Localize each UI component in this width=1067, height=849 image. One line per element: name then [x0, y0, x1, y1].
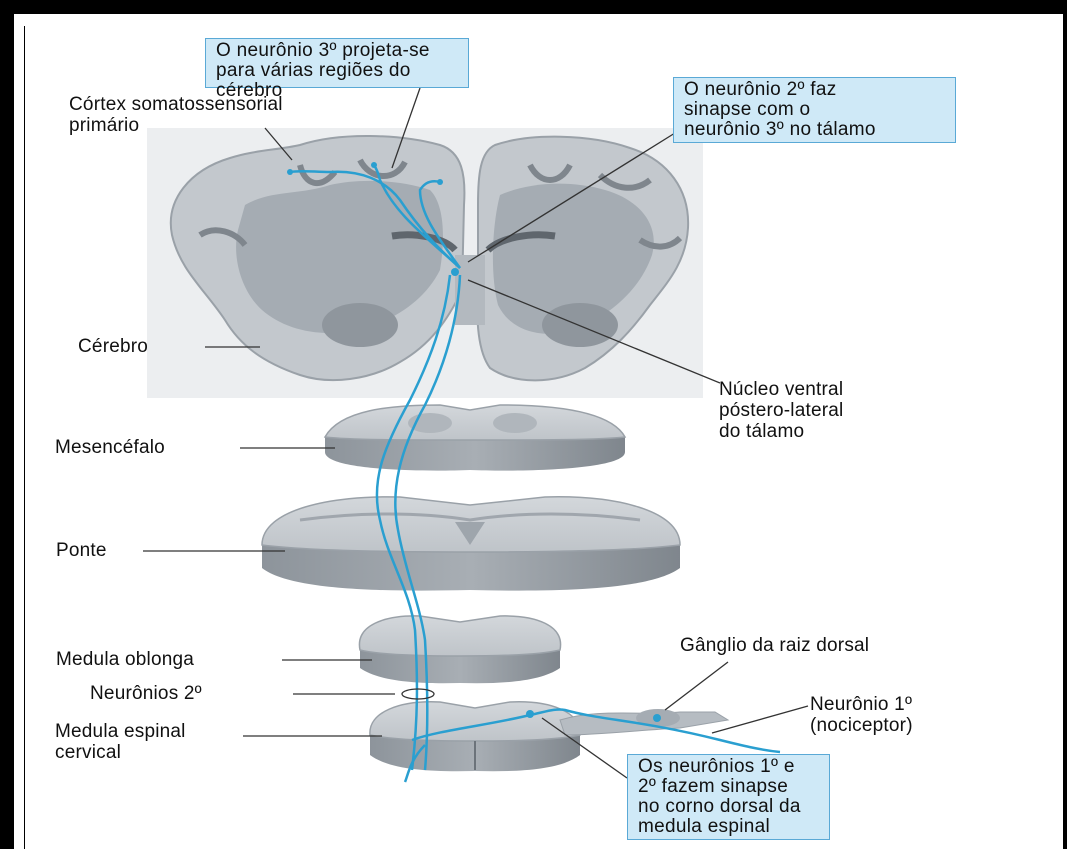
medulla-oblongata-slice	[359, 616, 560, 683]
label-medula-espinal: Medula espinal cervical	[55, 721, 186, 763]
label-cerebro: Cérebro	[78, 336, 148, 357]
label-neuronio-1: Neurônio 1º (nociceptor)	[810, 694, 913, 736]
callout-dorsal-horn-synapse: Os neurônios 1º e 2º fazem sinapse no co…	[627, 754, 830, 840]
brain-coronal-section	[147, 128, 703, 398]
dorsal-root-ganglion	[560, 709, 728, 735]
label-nucleus: Núcleo ventral póstero-lateral do tálamo	[719, 379, 843, 442]
callout-third-neuron: O neurônio 3º projeta-se para várias reg…	[205, 38, 469, 88]
cervical-spinal-cord-slice	[370, 702, 580, 771]
label-mesencefalo: Mesencéfalo	[55, 437, 165, 458]
label-ponte: Ponte	[56, 540, 107, 561]
pons-slice	[262, 497, 680, 591]
label-cortex: Córtex somatossensorial primário	[69, 94, 283, 136]
left-basal-nucleus	[322, 303, 398, 347]
label-medula-oblonga: Medula oblonga	[56, 649, 194, 670]
label-ganglio: Gânglio da raiz dorsal	[680, 635, 869, 656]
mesencephalon-slice	[325, 405, 625, 471]
callout-second-neuron-synapse: O neurônio 2º faz sinapse com o neurônio…	[673, 77, 956, 143]
label-neuronios-2: Neurônios 2º	[90, 683, 202, 704]
right-basal-nucleus	[542, 303, 618, 347]
